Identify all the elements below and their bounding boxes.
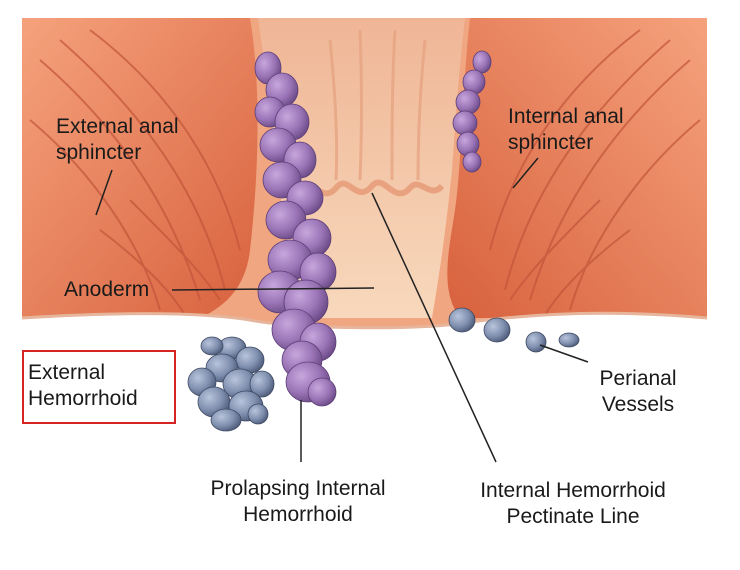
external-hemorrhoid-highlight-box — [22, 350, 176, 424]
label-line: Anoderm — [64, 278, 150, 301]
leader-lines — [95, 157, 589, 463]
right-sphincter-muscle — [447, 18, 707, 318]
leader-anoderm — [171, 287, 375, 291]
pectinate-line — [297, 179, 445, 197]
label-line: Vessels — [601, 393, 675, 416]
label-external-anal-sphincter: External anal sphincter — [56, 114, 179, 166]
label-line: sphincter — [56, 141, 142, 164]
label-external-hemorrhoid: External Hemorrhoid — [28, 360, 138, 412]
label-line: Pectinate Line — [506, 505, 640, 528]
label-line: Hemorrhoid — [243, 503, 353, 526]
leader-external-sphincter — [95, 169, 113, 216]
skin-edge — [21, 311, 708, 330]
leader-pectinate — [371, 192, 497, 463]
internal-hemorrhoid-right — [452, 50, 492, 173]
right-muscle-fibres — [489, 29, 701, 316]
leader-internal-sphincter — [512, 157, 539, 189]
canal-folds — [328, 29, 427, 181]
external-hemorrhoid-cluster — [187, 336, 275, 432]
label-line: Perianal — [599, 367, 677, 390]
label-line: Internal Hemorrhoid — [480, 479, 666, 502]
label-prolapsing-internal-hemorrhoid: Prolapsing Internal Hemorrhoid — [180, 476, 416, 528]
label-anoderm: Anoderm — [64, 277, 149, 303]
label-internal-anal-sphincter: Internal anal sphincter — [508, 104, 624, 156]
label-line: Prolapsing Internal — [210, 477, 386, 500]
label-perianal-vessels: Perianal Vessels — [588, 366, 688, 418]
label-line: Hemorrhoid — [28, 387, 138, 410]
leader-perianal — [539, 344, 589, 363]
perianal-vessel-dots — [448, 307, 580, 353]
label-line: sphincter — [508, 131, 594, 154]
label-line: External anal — [56, 115, 179, 138]
left-sphincter-muscle — [22, 18, 258, 318]
label-line: Internal anal — [508, 105, 624, 128]
label-line: External — [28, 361, 106, 384]
prolapsing-internal-hemorrhoid — [254, 51, 337, 407]
label-internal-hemorrhoid-pectinate-line: Internal Hemorrhoid Pectinate Line — [448, 478, 698, 530]
